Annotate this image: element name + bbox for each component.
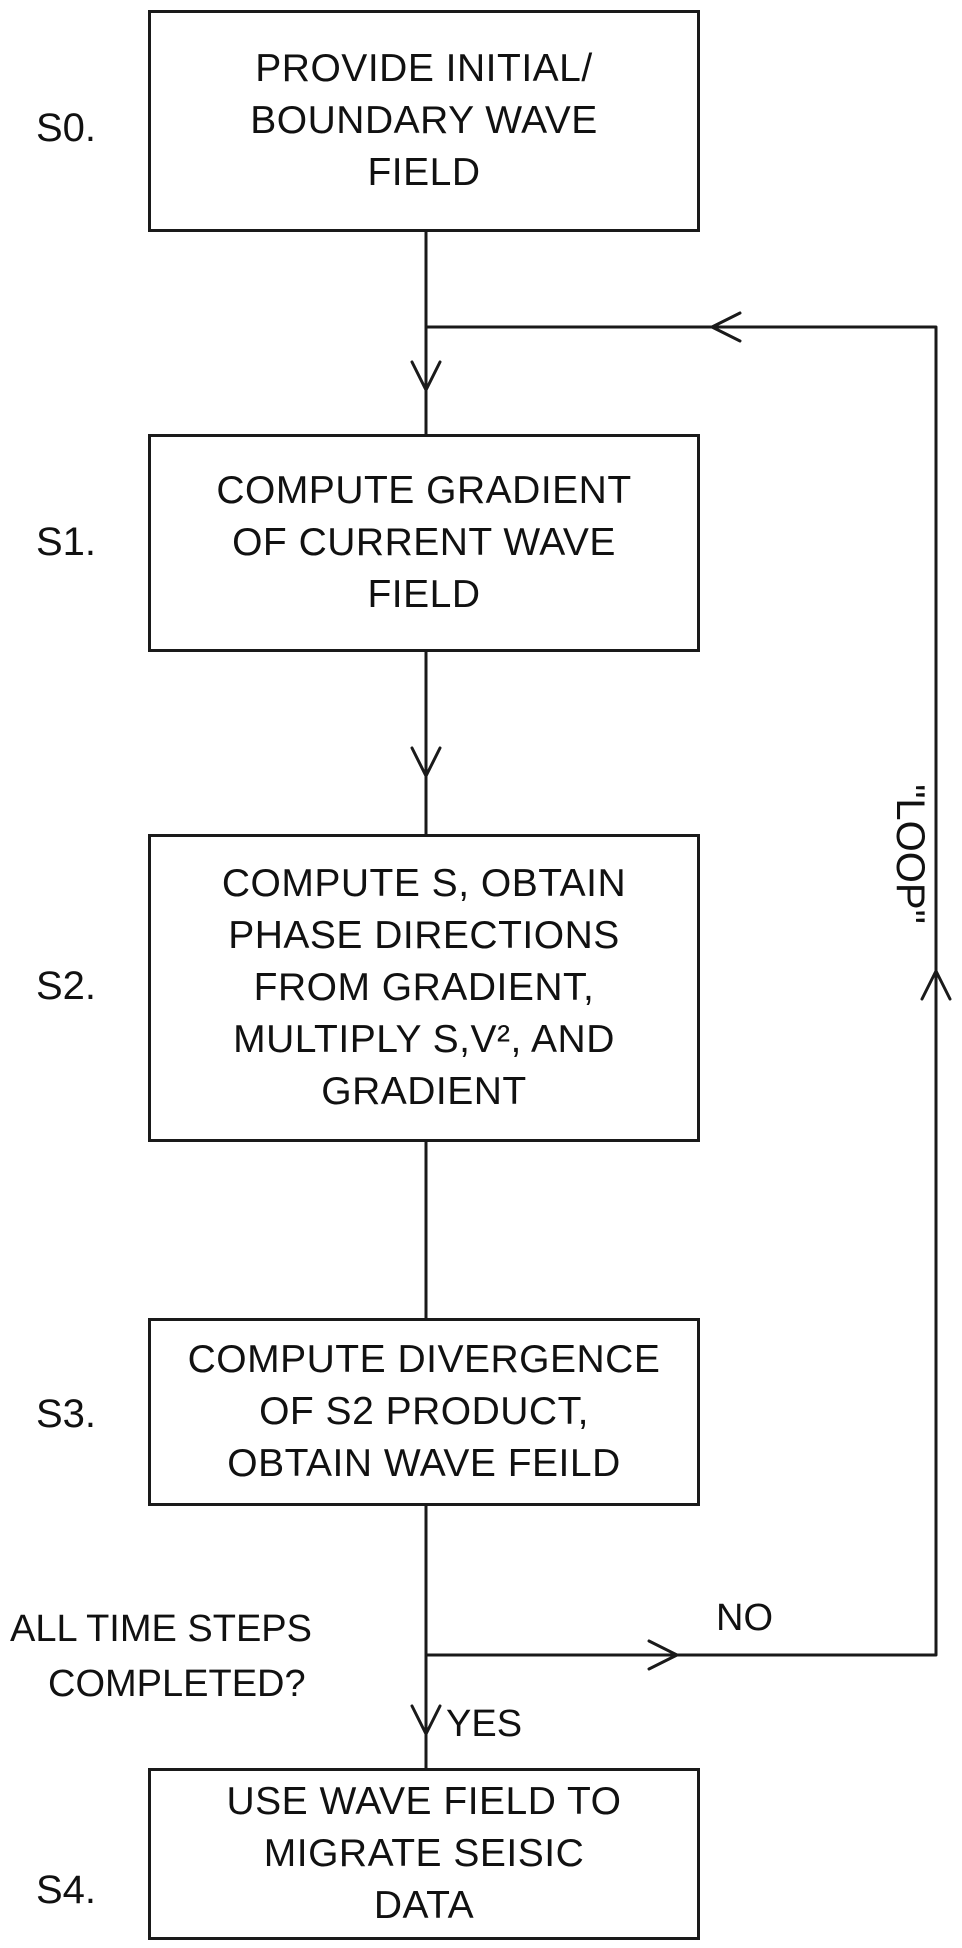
no-branch-label: NO	[716, 1594, 773, 1642]
step-text-line: PROVIDE INITIAL/	[255, 43, 592, 95]
step-box-s0: PROVIDE INITIAL/ BOUNDARY WAVE FIELD	[148, 10, 700, 232]
step-label-s2: S2.	[36, 962, 96, 1010]
step-text-line: COMPUTE S, OBTAIN	[222, 858, 626, 910]
loop-label: "LOOP"	[886, 784, 934, 924]
step-text-line: MULTIPLY S,V², AND	[233, 1014, 615, 1066]
step-text-line: BOUNDARY WAVE	[250, 95, 597, 147]
step-text-line: FROM GRADIENT,	[254, 962, 595, 1014]
step-label-s0: S0.	[36, 104, 96, 152]
step-label-s3: S3.	[36, 1390, 96, 1438]
step-box-s3: COMPUTE DIVERGENCE OF S2 PRODUCT, OBTAIN…	[148, 1318, 700, 1506]
step-text-line: COMPUTE GRADIENT	[216, 465, 631, 517]
step-text-line: OF CURRENT WAVE	[232, 517, 616, 569]
step-text-line: OF S2 PRODUCT,	[259, 1386, 589, 1438]
step-box-s2: COMPUTE S, OBTAIN PHASE DIRECTIONS FROM …	[148, 834, 700, 1142]
yes-branch-label: YES	[446, 1700, 522, 1748]
step-box-s1: COMPUTE GRADIENT OF CURRENT WAVE FIELD	[148, 434, 700, 652]
step-text-line: USE WAVE FIELD TO	[227, 1776, 622, 1828]
step-text-line: OBTAIN WAVE FEILD	[227, 1438, 621, 1490]
step-label-s1: S1.	[36, 518, 96, 566]
step-text-line: GRADIENT	[321, 1066, 527, 1118]
step-text-line: COMPUTE DIVERGENCE	[188, 1334, 661, 1386]
step-box-s4-content: USE WAVE FIELD TO MIGRATE SEISIC DATA	[148, 1768, 700, 1940]
decision-question-line1: ALL TIME STEPS	[10, 1605, 312, 1653]
step-label-s4: S4.	[36, 1866, 96, 1914]
step-text-line: PHASE DIRECTIONS	[228, 910, 620, 962]
step-text-line: FIELD	[367, 569, 480, 621]
step-text-line: DATA	[374, 1880, 474, 1932]
step-text-line: FIELD	[367, 147, 480, 199]
step-text-line: MIGRATE SEISIC	[264, 1828, 585, 1880]
decision-question-line2: COMPLETED?	[48, 1660, 306, 1708]
